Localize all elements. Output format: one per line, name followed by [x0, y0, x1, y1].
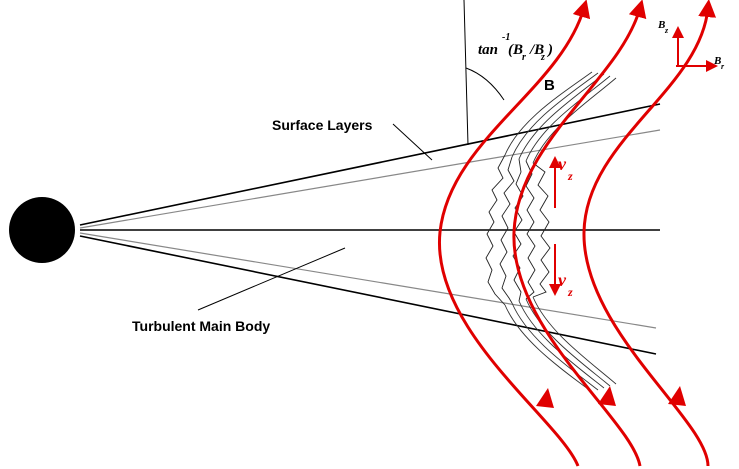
svg-text:z: z — [567, 285, 573, 299]
svg-text:r: r — [522, 52, 526, 63]
svg-text:z: z — [567, 169, 573, 183]
svg-text:B: B — [713, 55, 721, 67]
surface-layer-upper-line — [79, 129, 661, 229]
svg-text:z: z — [664, 26, 669, 35]
angle-arc — [465, 67, 505, 101]
vz-label-lower: v z — [558, 270, 573, 299]
svg-text:/B: /B — [529, 42, 544, 58]
surface-layers-label: Surface Layers — [272, 117, 373, 133]
magnetic-field-lines — [438, 0, 717, 467]
svg-text:z: z — [540, 52, 545, 63]
angle-label: tan -1 (B r /B z ) — [478, 32, 553, 63]
svg-text:tan: tan — [478, 42, 498, 58]
axis-br-label: B r — [713, 55, 725, 71]
field-label: B — [544, 77, 555, 94]
axis-bz-label: B z — [657, 19, 669, 35]
field-arrow-lower-1 — [536, 388, 554, 408]
surface-layer-lower-line — [79, 232, 657, 329]
svg-text:): ) — [546, 42, 553, 58]
main-body-pointer — [197, 247, 346, 311]
svg-text:r: r — [721, 62, 725, 71]
svg-text:B: B — [657, 19, 665, 31]
vertical-reference-line — [463, 0, 469, 146]
field-arrow-lower-3 — [668, 386, 686, 406]
surface-layers-pointer — [392, 123, 433, 161]
central-object — [9, 197, 75, 263]
svg-text:(B: (B — [508, 42, 523, 58]
vz-label-upper: v z — [558, 154, 573, 183]
field-arrow-lower-2 — [598, 386, 616, 406]
disk-lower-edge — [79, 235, 657, 355]
svg-text:-1: -1 — [502, 32, 510, 43]
svg-text:v: v — [558, 154, 567, 174]
svg-text:v: v — [558, 270, 567, 290]
turbulent-main-body-label: Turbulent Main Body — [132, 318, 270, 334]
field-line-bundle — [504, 71, 617, 393]
